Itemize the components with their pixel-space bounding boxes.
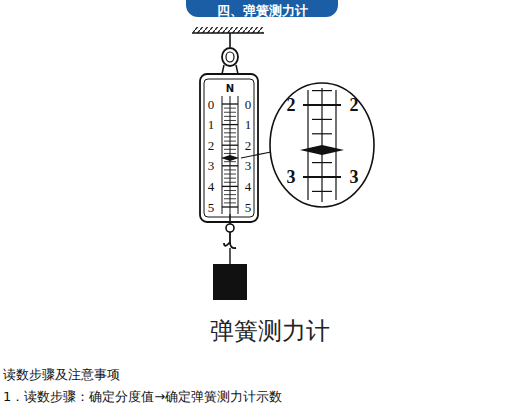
ceiling-hatch [193, 27, 263, 33]
zoom-tick [312, 119, 332, 120]
callout-leader [241, 152, 271, 158]
tick [224, 108, 236, 109]
zoom-strip [335, 90, 336, 200]
scale-number: 1 [245, 118, 252, 131]
zoom-ticks [303, 91, 341, 192]
scale-number: 3 [208, 159, 215, 172]
hook-rod [229, 214, 231, 224]
tick [222, 206, 238, 207]
unit-label: N [226, 84, 234, 94]
tick [224, 182, 236, 183]
zoom-number: 3 [287, 168, 296, 186]
tick [224, 128, 236, 129]
zoom-tick [312, 90, 332, 91]
tick [224, 112, 236, 113]
scale-frame [204, 79, 254, 217]
step-note: 1．读数步骤：确定分度值→确定弹簧测力计示数 [3, 390, 282, 403]
ring-mount [222, 65, 238, 74]
scale-strip [238, 96, 239, 214]
tick [222, 103, 238, 104]
zoom-number: 2 [287, 96, 296, 114]
zoom-strip [307, 90, 308, 200]
header-tab [186, 0, 338, 17]
ring [222, 48, 238, 66]
figure-caption: 弹簧测力计 [210, 319, 330, 343]
hook [224, 232, 236, 248]
tick [224, 169, 236, 170]
tick [222, 124, 238, 125]
scale-number: 4 [245, 180, 252, 193]
scale-strip [222, 96, 223, 214]
zoom-pointer [300, 145, 344, 155]
pointer [221, 155, 239, 161]
scale-number: 0 [245, 98, 252, 111]
zoom-tick [312, 162, 332, 163]
weight [213, 264, 247, 300]
tick [224, 198, 236, 199]
tick [224, 132, 236, 133]
tick [224, 190, 236, 191]
tick [224, 194, 236, 195]
tick [224, 149, 236, 150]
scale-number: 2 [208, 139, 215, 152]
scale-number: 3 [245, 159, 252, 172]
tick [222, 186, 238, 187]
tick [224, 174, 236, 175]
scale-number: 1 [208, 118, 215, 131]
tick [224, 153, 236, 154]
zoom-tick [312, 133, 332, 134]
ring-inner [226, 52, 234, 62]
section-note: 读数步骤及注意事项 [3, 368, 120, 381]
scale-body [200, 74, 258, 222]
zoom-tick [303, 176, 341, 178]
zoom-number: 3 [350, 168, 359, 186]
tick [222, 165, 238, 166]
tick [224, 178, 236, 179]
scale-ticks [222, 104, 238, 207]
tick [222, 145, 238, 146]
zoom-tick [312, 191, 332, 192]
string [229, 248, 230, 264]
scale-number: 5 [208, 201, 215, 214]
tick [224, 120, 236, 121]
tick [224, 141, 236, 142]
magnifier [270, 83, 374, 207]
tick [224, 116, 236, 117]
tick [224, 136, 236, 137]
scale-number: 5 [245, 201, 252, 214]
hanger [229, 33, 231, 47]
scale-number: 0 [208, 98, 215, 111]
tick [224, 161, 236, 162]
tick [224, 202, 236, 203]
scale-number: 2 [245, 139, 252, 152]
zoom-number: 2 [350, 96, 359, 114]
ceiling [192, 32, 264, 34]
hook-eye [226, 224, 234, 232]
section-title: 四、弹簧测力计 [217, 4, 308, 17]
scale-number: 4 [208, 180, 215, 193]
zoom-tick [303, 104, 341, 106]
